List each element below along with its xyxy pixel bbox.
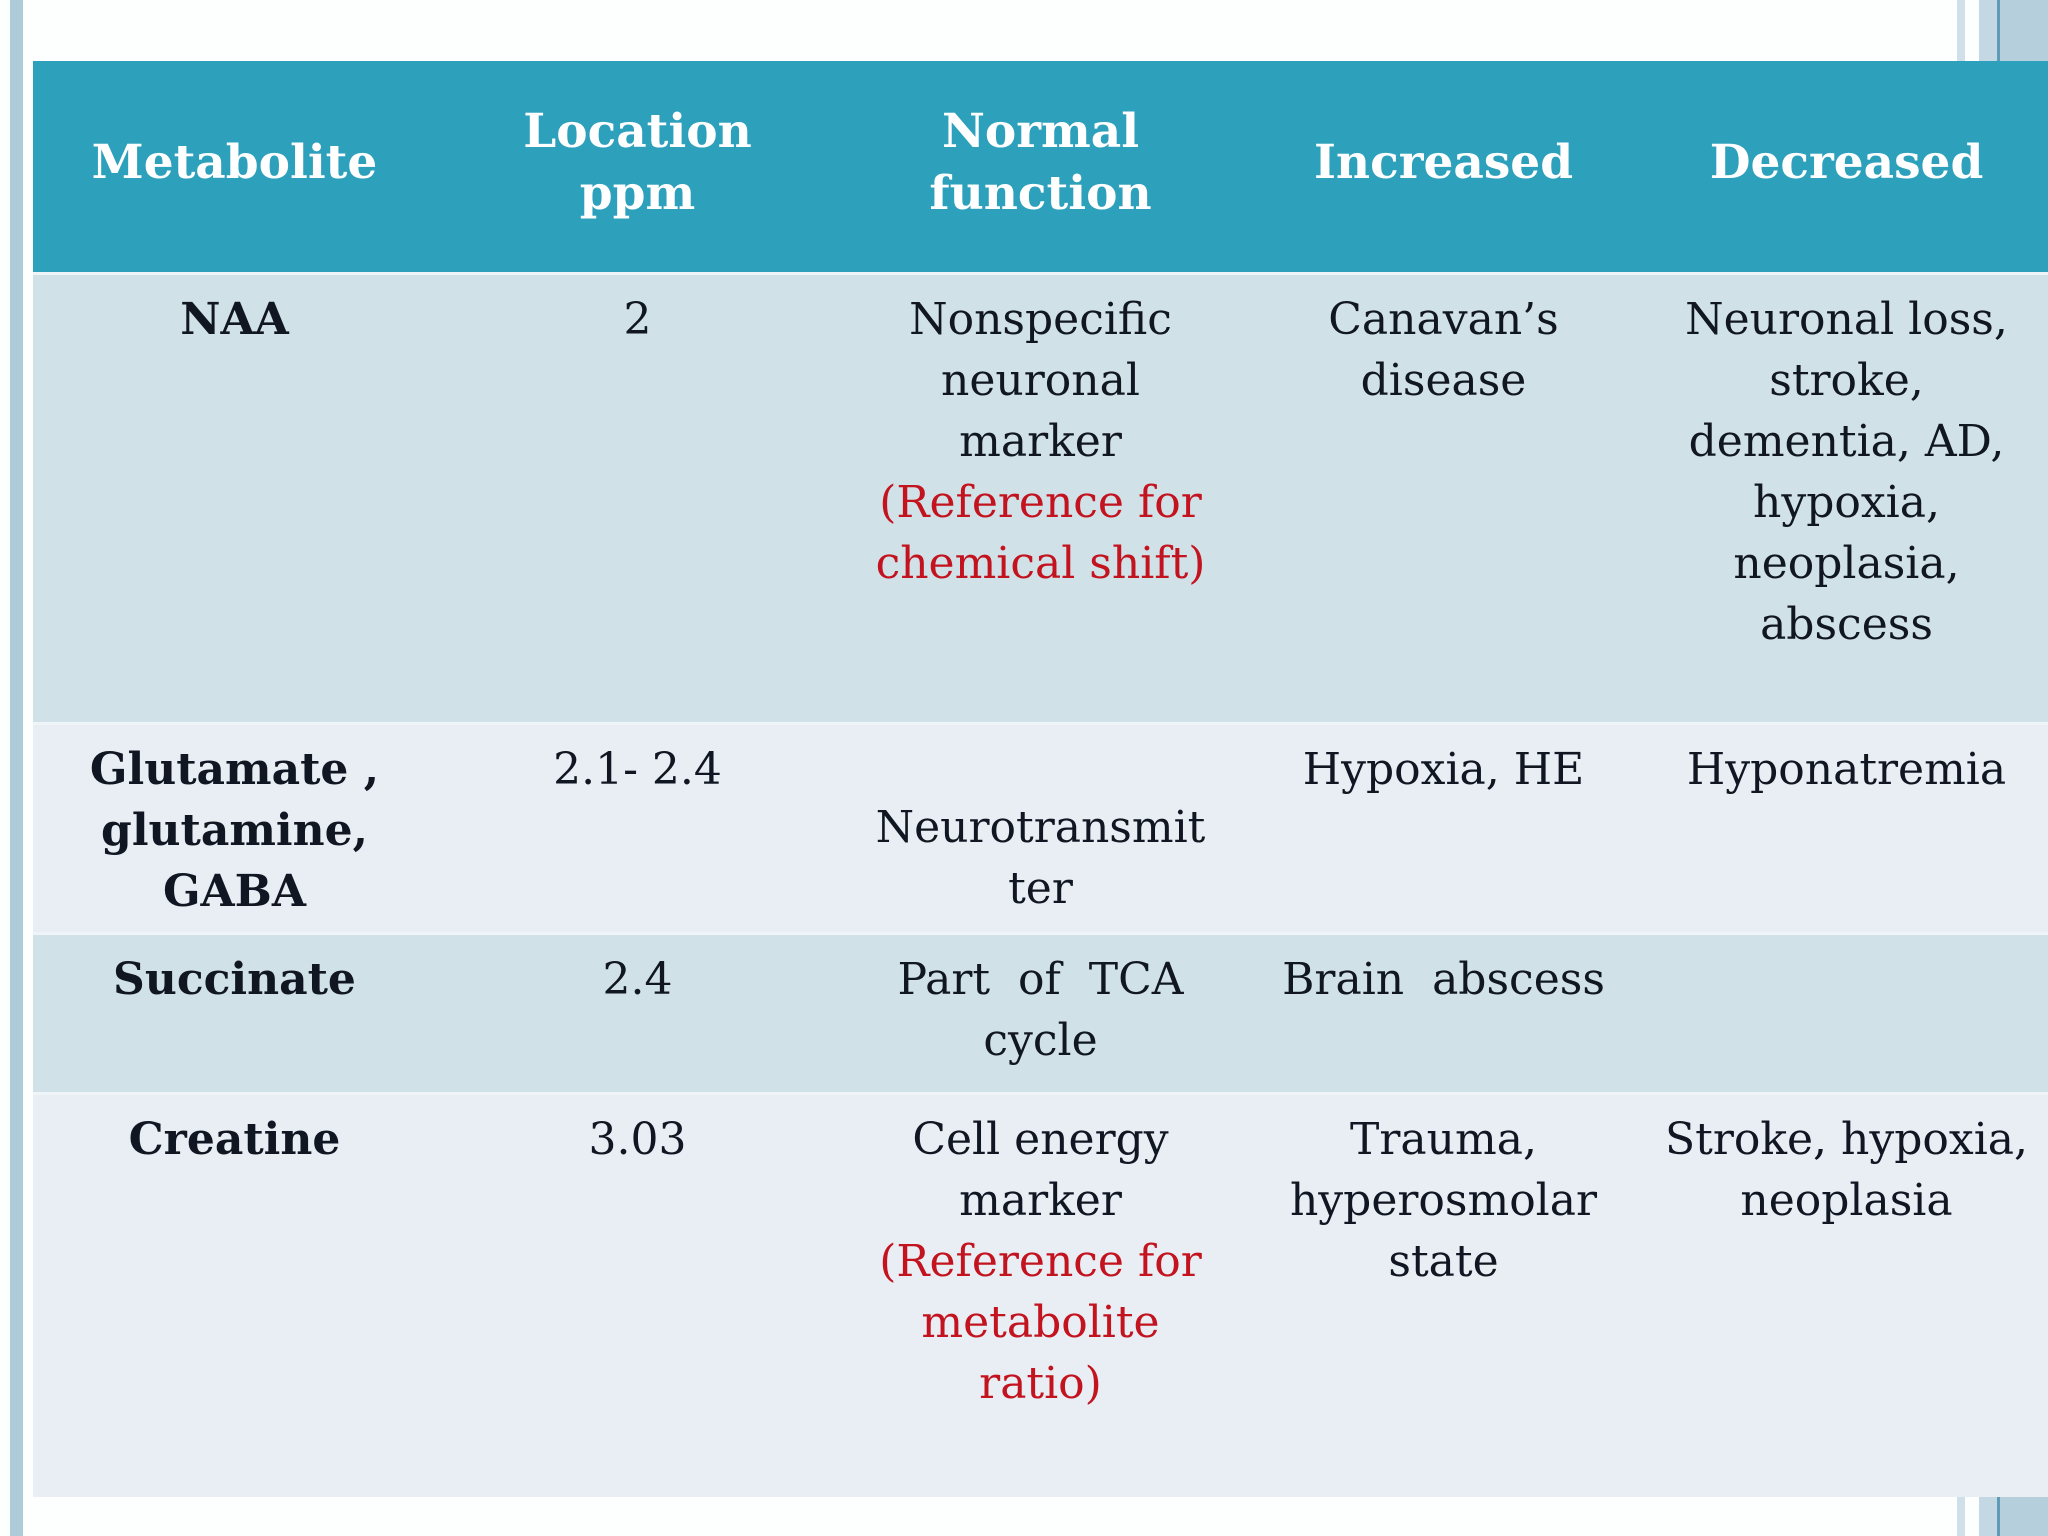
cell-glutamate-decreased: Hyponatremia: [1645, 721, 2048, 933]
cell-naa-function: Nonspecific neuronal marker(Reference fo…: [839, 271, 1242, 723]
col-header-increased: Increased: [1242, 61, 1645, 273]
cell-creatine-increased: Trauma, hyperosmolar state: [1242, 1091, 1645, 1497]
col-header-normal-function: Normal function: [839, 61, 1242, 273]
cell-creatine-function-note: (Reference for metabolite ratio): [879, 1235, 1202, 1410]
cell-succinate-increased: Brain abscess: [1242, 931, 1645, 1093]
cell-creatine-location: 3.03: [436, 1091, 839, 1497]
cell-naa-function-main: Nonspecific neuronal marker: [909, 293, 1172, 467]
cell-succinate-metabolite: Succinate: [33, 931, 436, 1093]
table-row-creatine: Creatine 3.03 Cell energy marker(Referen…: [33, 1091, 2048, 1497]
metabolite-table: Metabolite Location ppm Normal function …: [33, 61, 2048, 1497]
cell-glutamate-location: 2.1- 2.4: [436, 721, 839, 933]
cell-naa-increased: Canavan’s disease: [1242, 271, 1645, 723]
cell-glutamate-increased: Hypoxia, HE: [1242, 721, 1645, 933]
cell-succinate-decreased: [1645, 931, 2048, 1093]
cell-naa-function-note: (Reference for chemical shift): [875, 476, 1206, 590]
col-header-location-ppm: Location ppm: [436, 61, 839, 273]
cell-glutamate-metabolite: Glutamate , glutamine, GABA: [33, 721, 436, 933]
cell-creatine-metabolite: Creatine: [33, 1091, 436, 1497]
cell-creatine-function: Cell energy marker(Reference for metabol…: [839, 1091, 1242, 1497]
cell-succinate-location: 2.4: [436, 931, 839, 1093]
cell-glutamate-function: Neurotransmit ter: [839, 721, 1242, 933]
cell-naa-decreased: Neuronal loss, stroke, dementia, AD, hyp…: [1645, 271, 2048, 723]
cell-succinate-function: Part of TCA cycle: [839, 931, 1242, 1093]
cell-creatine-decreased: Stroke, hypoxia, neoplasia: [1645, 1091, 2048, 1497]
table-row-naa: NAA 2 Nonspecific neuronal marker(Refere…: [33, 271, 2048, 723]
col-header-decreased: Decreased: [1645, 61, 2048, 273]
cell-naa-metabolite: NAA: [33, 271, 436, 723]
table-header-row: Metabolite Location ppm Normal function …: [33, 61, 2048, 273]
table-row-glutamate: Glutamate , glutamine, GABA 2.1- 2.4 Neu…: [33, 721, 2048, 933]
cell-creatine-function-main: Cell energy marker: [912, 1113, 1169, 1226]
table-row-succinate: Succinate 2.4 Part of TCA cycle Brain ab…: [33, 931, 2048, 1093]
cell-naa-location: 2: [436, 271, 839, 723]
col-header-metabolite: Metabolite: [33, 61, 436, 273]
left-accent-stripe: [10, 0, 23, 1536]
